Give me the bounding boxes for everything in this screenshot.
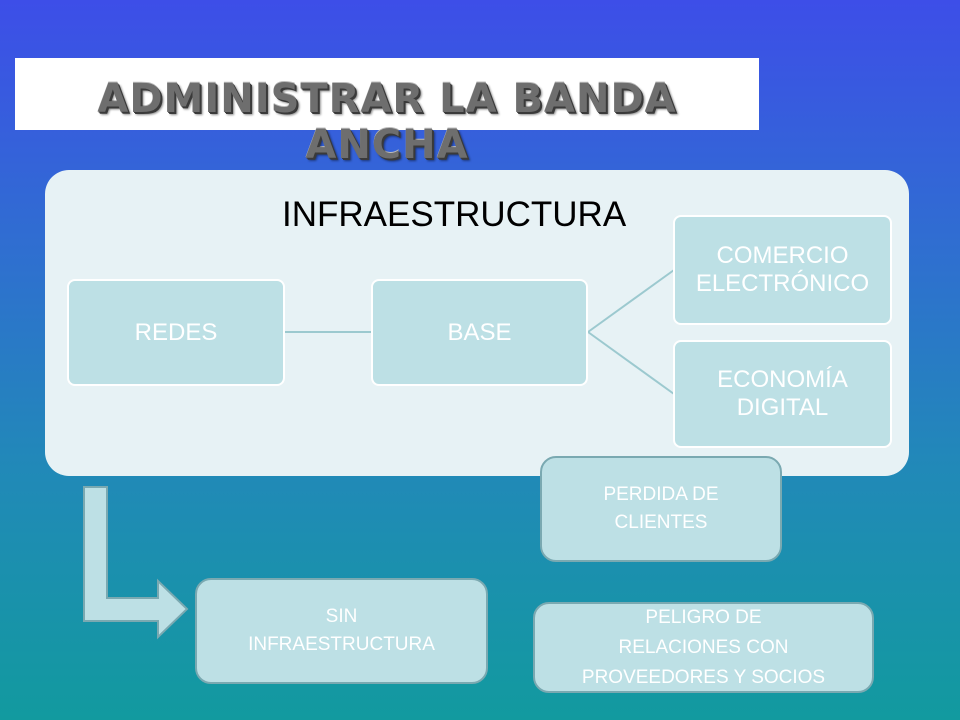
node-economia-digital: ECONOMÍA DIGITAL [673,340,892,448]
connector-base-economia [587,331,675,395]
note-peligro-relaciones: PELIGRO DE RELACIONES CON PROVEEDORES Y … [533,602,874,693]
note-peligro-relaciones-label: PELIGRO DE RELACIONES CON PROVEEDORES Y … [581,606,826,688]
note-perdida-clientes: PERDIDA DE CLIENTES [540,456,782,562]
title-banner [15,58,759,130]
connector-base-comercio [587,269,675,333]
node-base-label: BASE [447,318,512,346]
panel-title: INFRAESTRUCTURA [282,195,627,234]
note-perdida-clientes-label: PERDIDA DE CLIENTES [603,484,719,533]
node-comercio-electronico: COMERCIO ELECTRÓNICO [673,215,892,325]
note-sin-infraestructura-label: SIN INFRAESTRUCTURA [248,606,435,655]
node-redes: REDES [67,279,285,386]
slide-title: ADMINISTRAR LA BANDA ANCHA [97,76,677,168]
note-sin-infraestructura: SIN INFRAESTRUCTURA [195,578,488,684]
node-economia-label: ECONOMÍA DIGITAL [717,366,848,421]
node-base: BASE [371,279,588,386]
node-comercio-label: COMERCIO ELECTRÓNICO [695,242,870,297]
node-redes-label: REDES [134,318,218,346]
